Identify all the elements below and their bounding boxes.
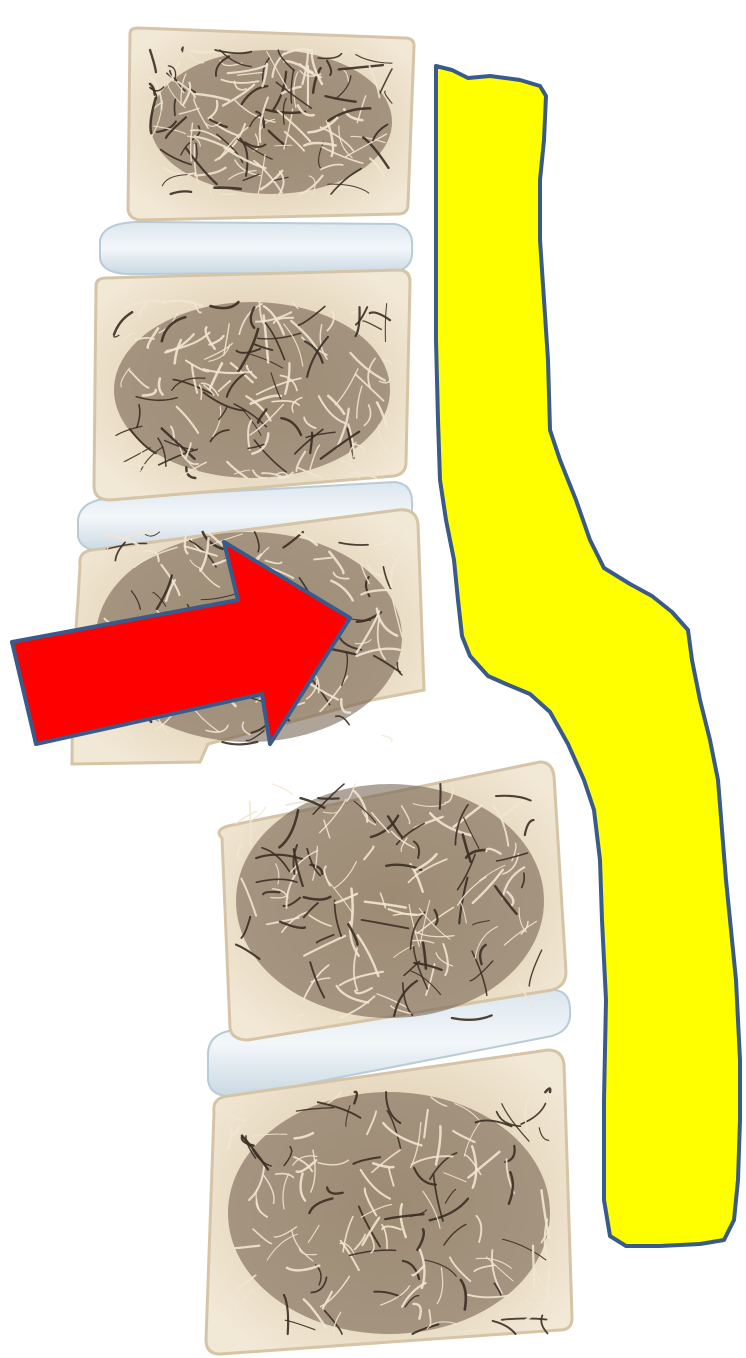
lower-spine-segment [206, 762, 572, 1354]
vertebral-body [206, 1050, 572, 1354]
vertebral-body [94, 270, 410, 500]
intervertebral-disc [100, 222, 412, 274]
vertebral-body [128, 28, 414, 220]
